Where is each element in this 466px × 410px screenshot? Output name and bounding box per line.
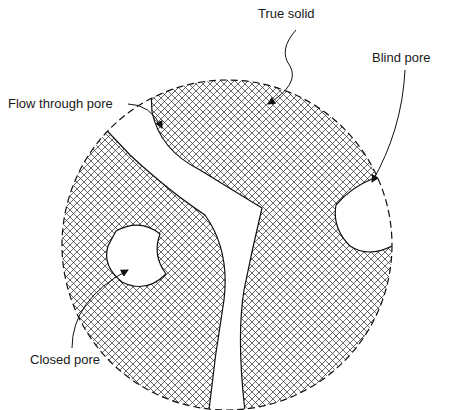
- leader-line: [72, 270, 128, 348]
- part-label: Blind pore: [372, 50, 431, 66]
- true-solid: [50, 70, 420, 410]
- leader-line: [372, 70, 405, 182]
- part-label: True solid: [258, 6, 315, 22]
- flow-through-pore: [95, 70, 262, 410]
- leader-line: [128, 104, 162, 128]
- leader-line: [268, 30, 296, 104]
- part-label: Closed pore: [30, 352, 100, 368]
- blind-pore: [335, 172, 420, 252]
- part-label: Flow through pore: [8, 96, 113, 112]
- particle-outline: [62, 80, 392, 410]
